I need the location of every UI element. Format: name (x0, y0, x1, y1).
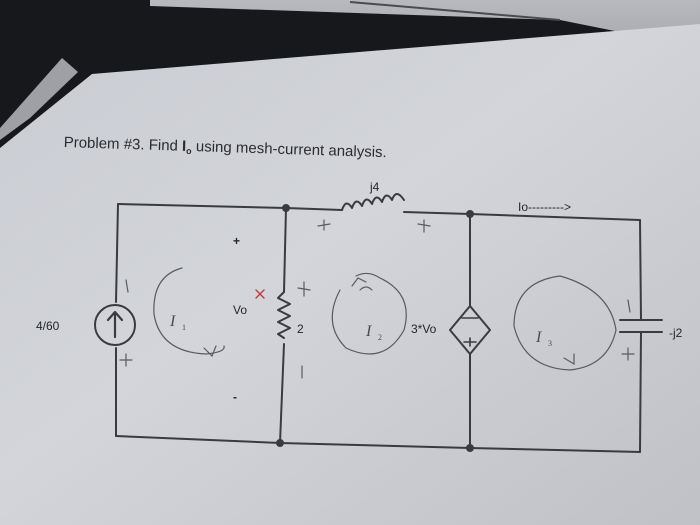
upper-sheet (150, 0, 700, 48)
mesh-label-2: I (365, 323, 372, 340)
resistor-voltage-label: Vo (233, 303, 248, 317)
mesh-label-3: I (535, 329, 542, 346)
resistor-symbol (277, 291, 291, 339)
svg-text:2: 2 (378, 333, 382, 342)
capacitor-label: -j2 (669, 326, 683, 340)
paper-sheet (0, 24, 700, 525)
dependent-source-label: 3*Vo (411, 322, 437, 336)
mesh-loop-3 (513, 275, 617, 371)
current-source-symbol (94, 304, 136, 346)
bottom-wire (115, 435, 641, 453)
mesh-loop-1 (153, 267, 225, 355)
inductor-label: j4 (370, 180, 380, 194)
mesh-label-1: I (169, 313, 176, 330)
svg-text:3: 3 (548, 339, 552, 348)
svg-text:1: 1 (182, 323, 186, 332)
paper-curl (0, 58, 78, 140)
vo-plus-sign: + (233, 234, 241, 248)
source-current-label: 4/60 (36, 319, 60, 333)
mesh-loop-2 (331, 272, 407, 355)
left-wire (115, 203, 119, 303)
inductor-symbol (341, 193, 405, 211)
resistor-value-label: 2 (297, 322, 304, 336)
vo-minus-sign: - (233, 390, 237, 404)
output-current-label: Io---------> (518, 200, 571, 214)
